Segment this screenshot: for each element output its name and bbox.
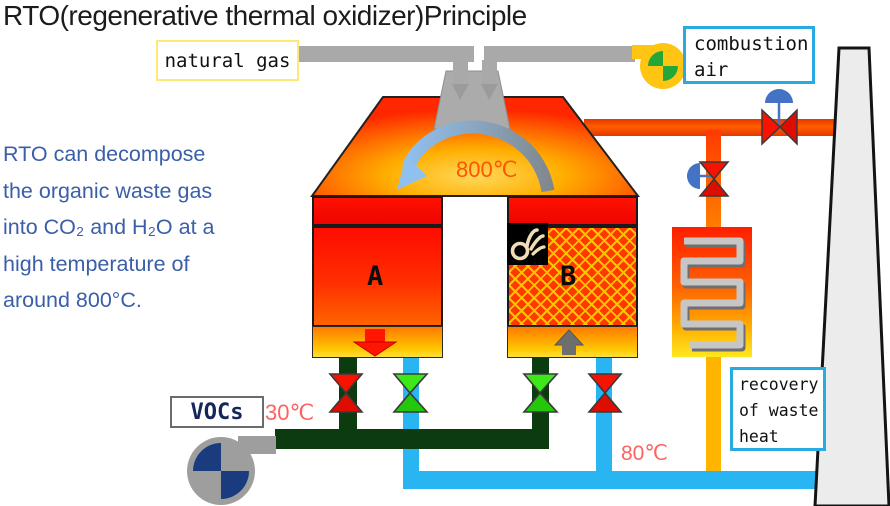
combustion-temperature-label: 800℃: [456, 157, 518, 182]
ok-hand-icon: [510, 228, 546, 261]
combustion-air-drop-pipe: [482, 60, 497, 85]
chamber-a-downflow-arrow-icon: [352, 341, 398, 357]
upflow-arrow-stem: [562, 344, 576, 355]
valve-chimney-bypass: [761, 89, 798, 146]
voc-main-pipe: [275, 429, 549, 449]
description-text: RTO can decompose the organic waste gas …: [3, 136, 271, 319]
combustion-air-label-line1: combustion: [694, 33, 809, 55]
combustion-air-labelbox: combustion air: [683, 26, 815, 84]
clean-gas-main-pipe: [403, 471, 824, 489]
ok-hand-badge: [507, 223, 548, 265]
description-line: around 800°C.: [3, 288, 142, 312]
combustion-air-pipe: [484, 46, 635, 62]
natural-gas-arrow-icon: [452, 84, 469, 100]
natural-gas-drop-pipe: [453, 60, 468, 85]
combustion-air-label-line2: air: [694, 59, 729, 81]
warm-gas-pipe: [706, 350, 721, 474]
description-line: high temperature of: [3, 251, 190, 276]
chamber-b-plenum: [507, 326, 638, 358]
valve-b-voc-green: [522, 373, 559, 413]
natural-gas-pipe: [298, 46, 474, 62]
vocs-label: VOCs: [190, 399, 244, 425]
recovery-label-line1: recovery: [739, 375, 819, 394]
chamber-b-top-band: [507, 196, 638, 226]
flow-arc-arrow: [401, 120, 555, 193]
recovery-labelbox: recovery of waste heat: [730, 367, 826, 451]
page-title: RTO(regenerative thermal oxidizer)Princi…: [3, 0, 527, 31]
valve-heat-exchanger-inlet: [687, 161, 730, 197]
combustion-air-arrow-icon: [481, 84, 498, 100]
recovery-label-line3: heat: [739, 427, 779, 446]
description-line: RTO can decompose: [3, 142, 206, 166]
natural-gas-label: natural gas: [164, 49, 291, 72]
chamber-b-label: B: [560, 261, 577, 292]
vocs-fan: [187, 436, 276, 505]
flow-arc-arrowhead-icon: [397, 156, 427, 190]
valve-a-clean-green: [392, 373, 429, 413]
valve-a-voc-red: [328, 373, 364, 413]
chamber-a-top-band: [312, 196, 443, 226]
chamber-a-ceramic-bed: [312, 226, 443, 327]
downflow-arrow-stem: [365, 329, 385, 343]
chamber-b-upflow-arrow-icon: [553, 329, 585, 346]
valve-b-clean-red: [587, 373, 623, 413]
natural-gas-labelbox: natural gas: [156, 40, 299, 81]
description-line: the organic waste gas: [3, 178, 213, 203]
voc-inlet-temperature-label: 30℃: [265, 400, 315, 425]
heat-exchanger-coil: [680, 237, 744, 349]
description-line: into CO₂ and H₂O at a: [3, 215, 215, 239]
combustion-air-fan: [632, 43, 686, 89]
recovery-label-line2: of waste: [739, 401, 819, 420]
chimney-stack: [813, 46, 890, 506]
vocs-labelbox: VOCs: [170, 396, 264, 428]
valve-actuator-dome-icon: [765, 89, 793, 103]
clean-gas-temperature-label: 80℃: [621, 442, 668, 465]
chamber-a-label: A: [367, 261, 384, 292]
